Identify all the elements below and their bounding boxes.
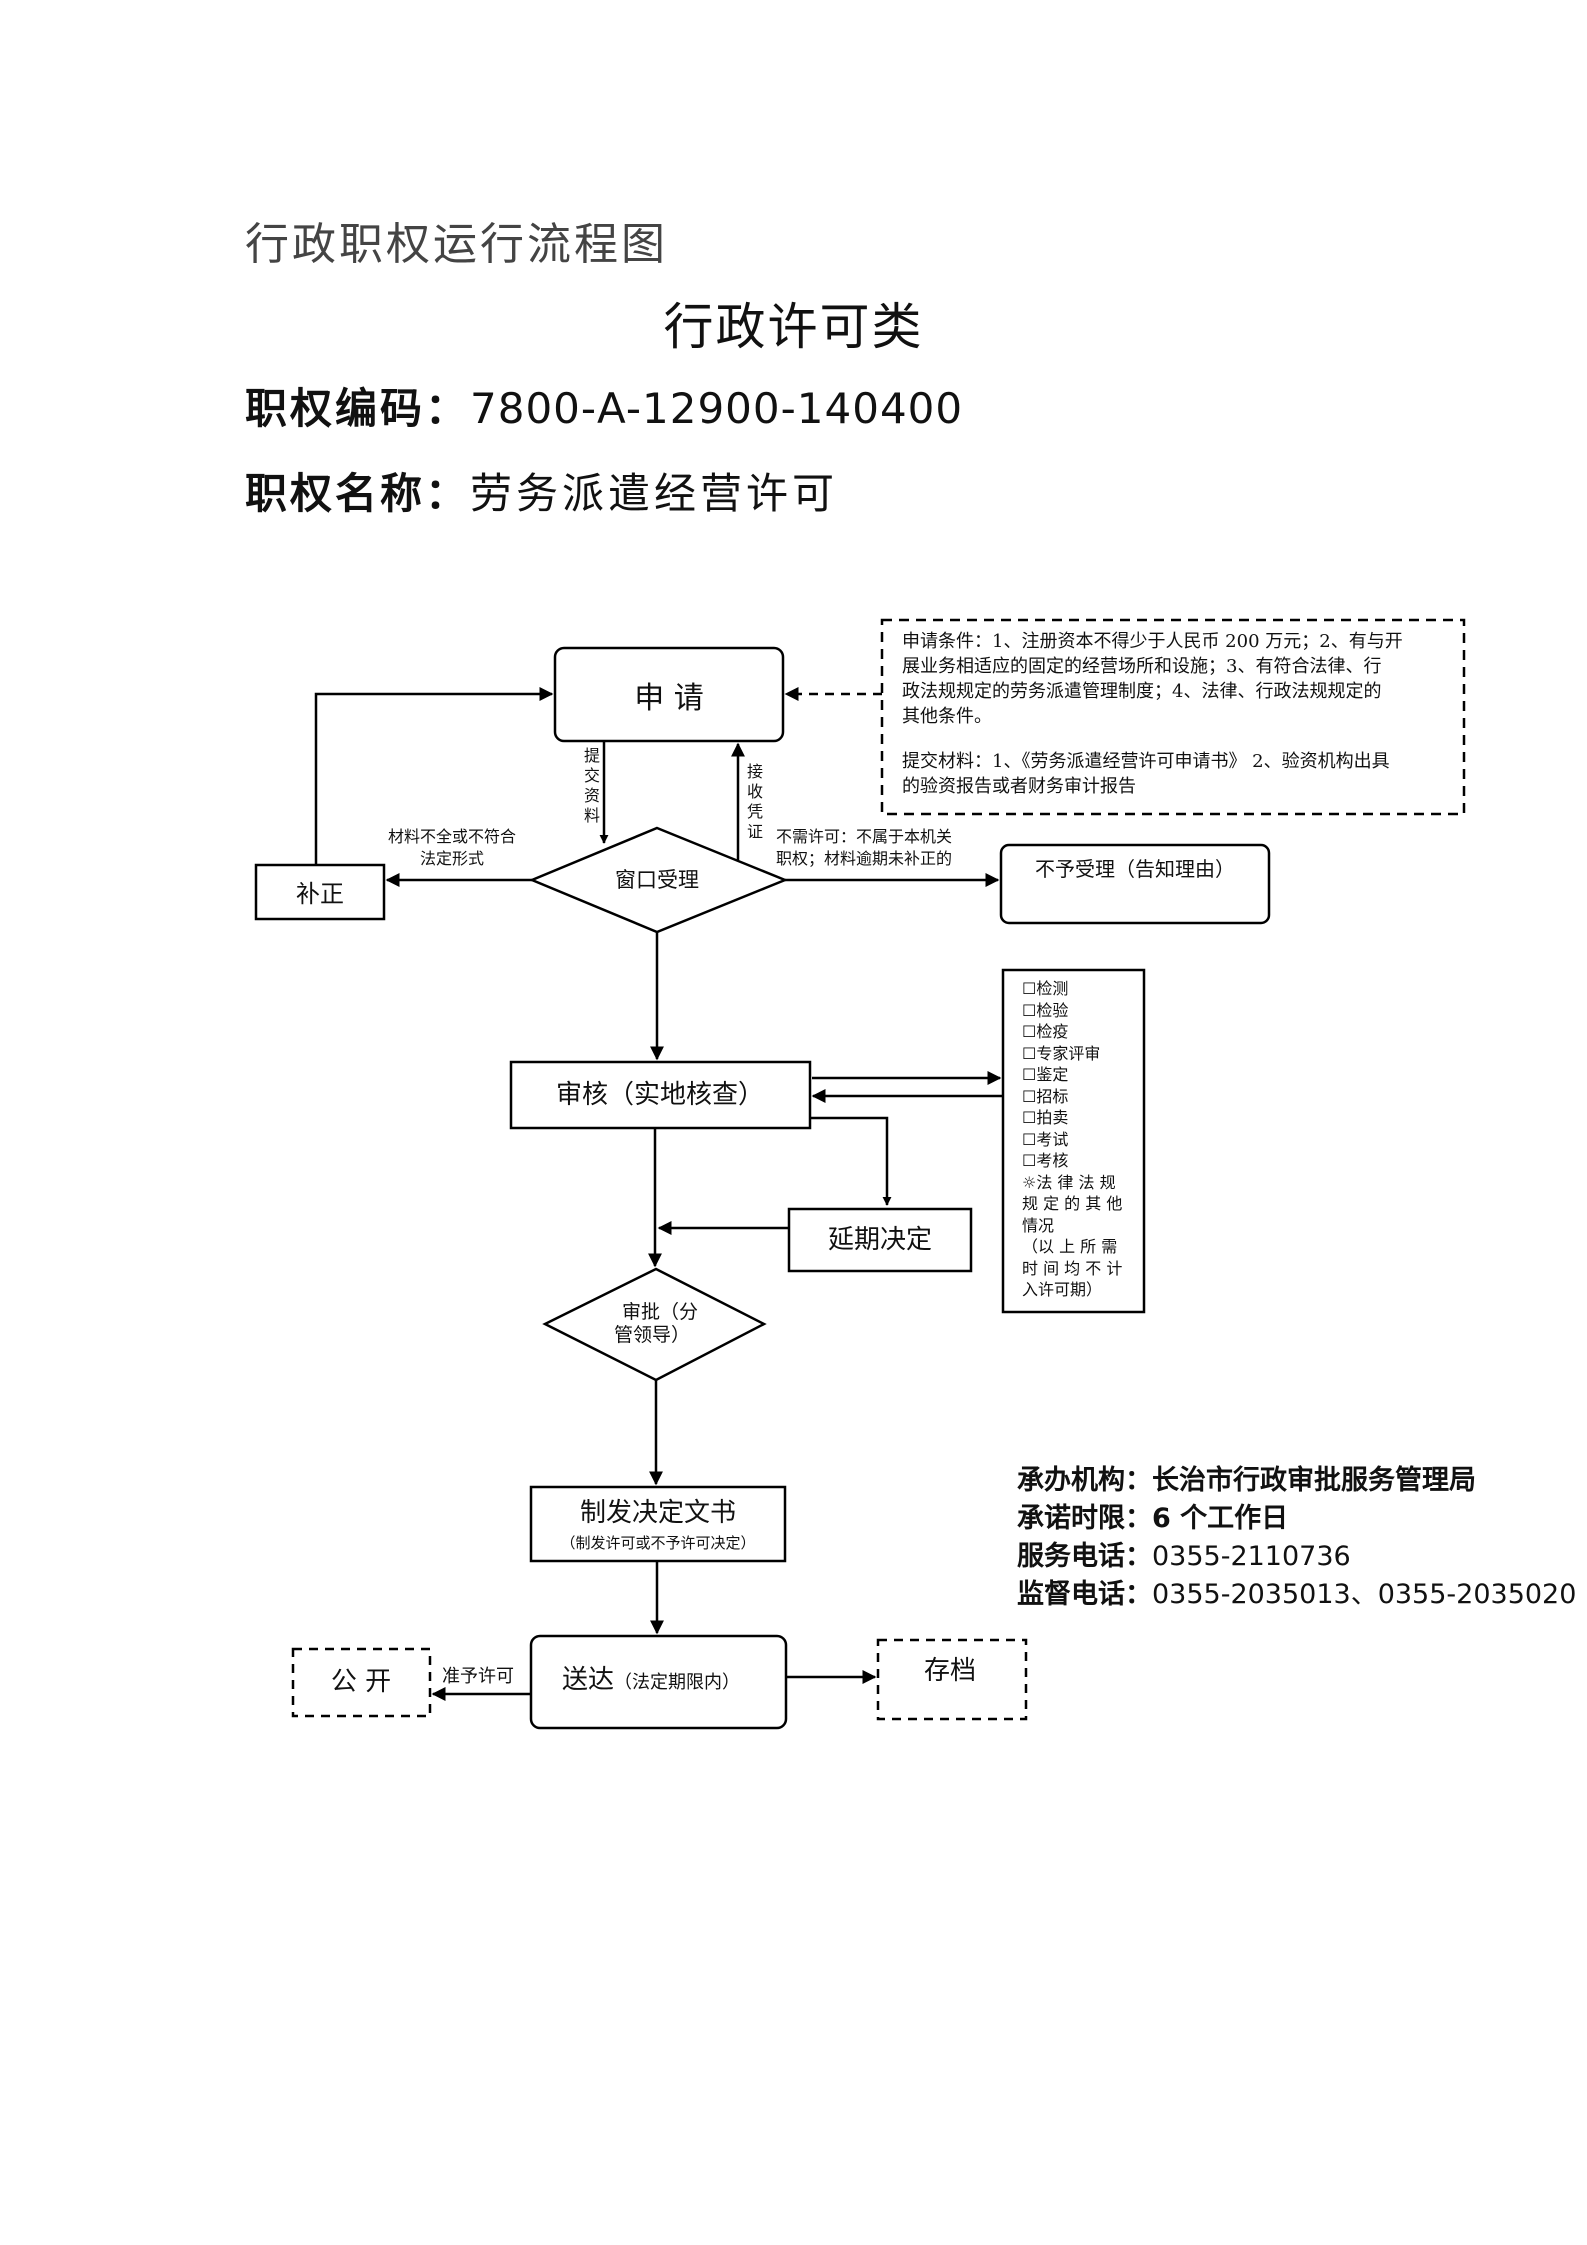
checklist-item: ☐检验 — [1022, 1001, 1068, 1020]
agency-value: 长治市行政审批服务管理局 — [1152, 1465, 1476, 1496]
archive-box — [876, 1638, 1028, 1721]
agency-label: 承办机构： — [1017, 1465, 1152, 1496]
checklist-item: ☐考核 — [1022, 1151, 1068, 1170]
category-title: 行政许可类 — [663, 298, 924, 356]
submit-char-4: 料 — [584, 806, 600, 825]
incomplete-line-2: 法定形式 — [420, 849, 484, 868]
receipt-char-1: 接 — [747, 762, 763, 781]
checklist-item: ☐考试 — [1022, 1130, 1068, 1149]
checklist-item: ☐拍卖 — [1022, 1108, 1068, 1127]
checklist-item: 情况 — [1022, 1216, 1054, 1235]
supplement-label: 补正 — [296, 880, 344, 908]
supervise-phone-label: 监督电话： — [1017, 1579, 1152, 1610]
checklist-item: 时 间 均 不 计 — [1022, 1259, 1122, 1278]
apply-box — [553, 646, 785, 743]
checklist-item: 入许可期） — [1022, 1280, 1102, 1299]
submit-char-1: 提 — [584, 746, 600, 765]
reject-reason-line-2: 职权；材料逾期未补正的 — [776, 849, 952, 868]
reject-reason-label: 不需许可：不属于本机关 职权；材料逾期未补正的 — [776, 827, 952, 868]
condition-line-4: 其他条件。 — [902, 706, 992, 727]
issue-box — [529, 1485, 787, 1563]
agency-line: 承办机构：长治市行政审批服务管理局 — [1017, 1462, 1576, 1500]
checklist-item: ☐检疫 — [1022, 1022, 1068, 1041]
reject-reason-line-1: 不需许可：不属于本机关 — [776, 827, 952, 846]
power-name-line: 职权名称：劳务派遣经营许可 — [245, 460, 838, 521]
page-title: 行政职权运行流程图 — [245, 219, 668, 270]
deadline-line: 承诺时限：6 个工作日 — [1017, 1500, 1576, 1538]
review-label: 审核（实地核查） — [556, 1080, 764, 1110]
receipt-label: 接 收 凭 证 — [747, 762, 763, 841]
service-phone-label: 服务电话： — [1017, 1541, 1152, 1572]
extend-box — [787, 1207, 973, 1273]
checklist-item: （以 上 所 需 — [1022, 1237, 1117, 1256]
grant-label: 准予许可 — [442, 1666, 514, 1687]
service-phone-line: 服务电话：0355-2110736 — [1017, 1538, 1576, 1576]
reject-label: 不予受理（告知理由） — [1035, 857, 1235, 881]
power-name-value: 劳务派遣经营许可 — [470, 469, 839, 518]
submit-char-2: 交 — [584, 766, 600, 785]
service-phone-value: 0355-2110736 — [1152, 1541, 1351, 1572]
archive-label: 存档 — [924, 1656, 976, 1686]
receipt-char-2: 收 — [747, 782, 763, 801]
submit-char-3: 资 — [584, 786, 600, 805]
approve-label: 审批（分 管领导） — [614, 1301, 698, 1346]
review-to-extend-arrow — [810, 1116, 892, 1206]
deliver-sub: （法定期限内） — [614, 1672, 740, 1693]
power-code-value: 7800-A-12900-140400 — [470, 384, 964, 433]
incomplete-label: 材料不全或不符合 法定形式 — [388, 827, 516, 868]
conditions-text: 申请条件：1、注册资本不得少于人民币 200 万元；2、有与开 展业务相适应的固… — [902, 631, 1403, 797]
approve-line-1: 审批（分 — [622, 1301, 698, 1323]
power-name-label: 职权名称： — [245, 469, 471, 518]
conditions-box — [880, 618, 1466, 816]
condition-line-2: 展业务相适应的固定的经营场所和设施；3、有符合法律、行 — [902, 656, 1381, 677]
contact-info: 承办机构：长治市行政审批服务管理局 承诺时限：6 个工作日 服务电话：0355-… — [1017, 1462, 1576, 1614]
apply-label: 申 请 — [634, 681, 704, 716]
supplement-box — [254, 863, 386, 921]
receipt-char-4: 证 — [747, 822, 763, 841]
power-code-line: 职权编码：7800-A-12900-140400 — [245, 375, 963, 436]
condition-line-1: 申请条件：1、注册资本不得少于人民币 200 万元；2、有与开 — [902, 631, 1403, 652]
deadline-value: 6 个工作日 — [1152, 1503, 1289, 1534]
checklist-item: 规 定 的 其 他 — [1022, 1194, 1122, 1213]
resubmit-arrow — [314, 687, 554, 865]
approve-line-2: 管领导） — [614, 1324, 690, 1346]
submit-label: 提 交 资 料 — [584, 746, 600, 825]
checklist-item: ☼法 律 法 规 — [1022, 1173, 1116, 1192]
deliver-box — [529, 1634, 788, 1730]
deadline-label: 承诺时限： — [1017, 1503, 1152, 1534]
incomplete-line-1: 材料不全或不符合 — [388, 827, 516, 846]
issue-sub-label: （制发许可或不予许可决定） — [560, 1534, 755, 1552]
deliver-label: 送达（法定期限内） — [562, 1665, 740, 1695]
window-label: 窗口受理 — [615, 868, 699, 892]
materials-line-2: 的验资报告或者财务审计报告 — [902, 776, 1136, 797]
checklist-item: ☐招标 — [1022, 1087, 1068, 1106]
deliver-main: 送达 — [562, 1665, 614, 1695]
checklist-item: ☐鉴定 — [1022, 1065, 1068, 1084]
extend-label: 延期决定 — [828, 1225, 932, 1255]
issue-label: 制发决定文书 — [580, 1498, 736, 1528]
materials-line-1: 提交材料：1、《劳务派遣经营许可申请书》 2、验资机构出具 — [902, 751, 1390, 772]
checklist-items: ☐检测 ☐检验 ☐检疫 ☐专家评审 ☐鉴定 ☐招标 ☐拍卖 ☐考试 ☐考核 ☼法… — [1022, 979, 1122, 1299]
checklist-item: ☐专家评审 — [1022, 1044, 1100, 1063]
publish-box — [291, 1647, 432, 1718]
reject-box — [999, 843, 1271, 925]
condition-line-3: 政法规规定的劳务派遣管理制度；4、法律、行政法规规定的 — [902, 681, 1381, 702]
receipt-char-3: 凭 — [747, 802, 763, 821]
supervise-phone-value: 0355-2035013、0355-2035020 — [1152, 1579, 1577, 1610]
review-box — [509, 1060, 812, 1130]
checklist-box — [1001, 968, 1146, 1314]
power-code-label: 职权编码： — [245, 384, 471, 433]
supervise-phone-line: 监督电话：0355-2035013、0355-2035020 — [1017, 1576, 1576, 1614]
publish-label: 公 开 — [331, 1667, 391, 1697]
checklist-item: ☐检测 — [1022, 979, 1068, 998]
